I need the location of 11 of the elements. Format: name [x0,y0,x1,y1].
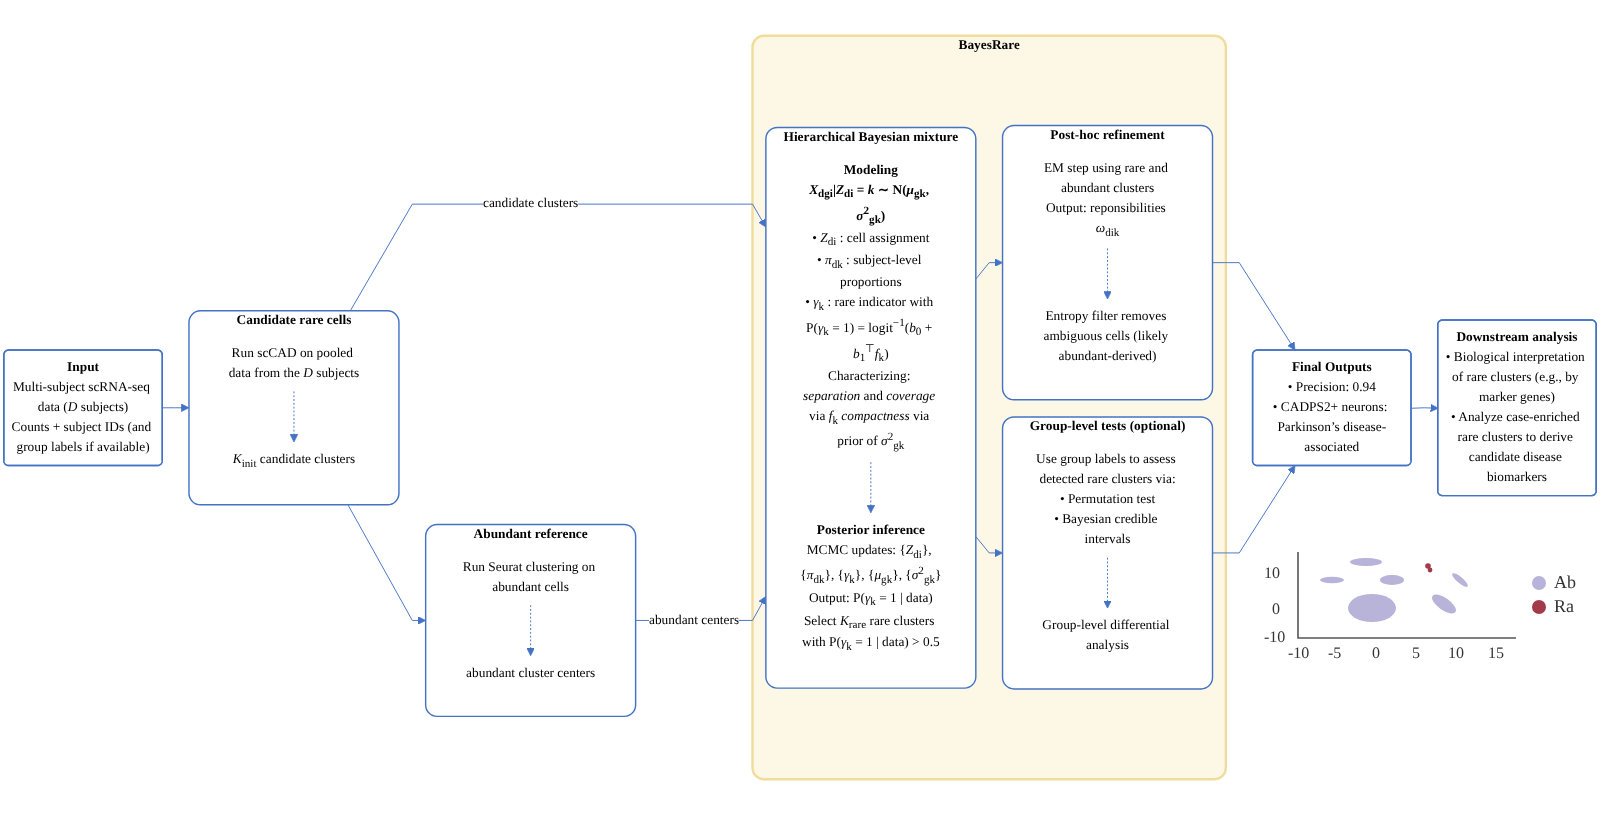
axis-tick-label: 5 [1412,644,1420,663]
axis-tick-label: 0 [1372,644,1380,663]
legend-label: Ab [1554,572,1576,593]
axis-tick-label: -10 [1288,644,1310,663]
axis-tick-label: -10 [1264,628,1286,647]
axis-tick-label: 10 [1264,564,1280,583]
axis-tick-label: 15 [1488,644,1504,663]
axis-tick-label: 10 [1448,644,1464,663]
axis-tick-label: 0 [1272,600,1280,619]
legend-label: Ra [1554,596,1574,617]
axis-tick-label: -5 [1328,644,1342,663]
